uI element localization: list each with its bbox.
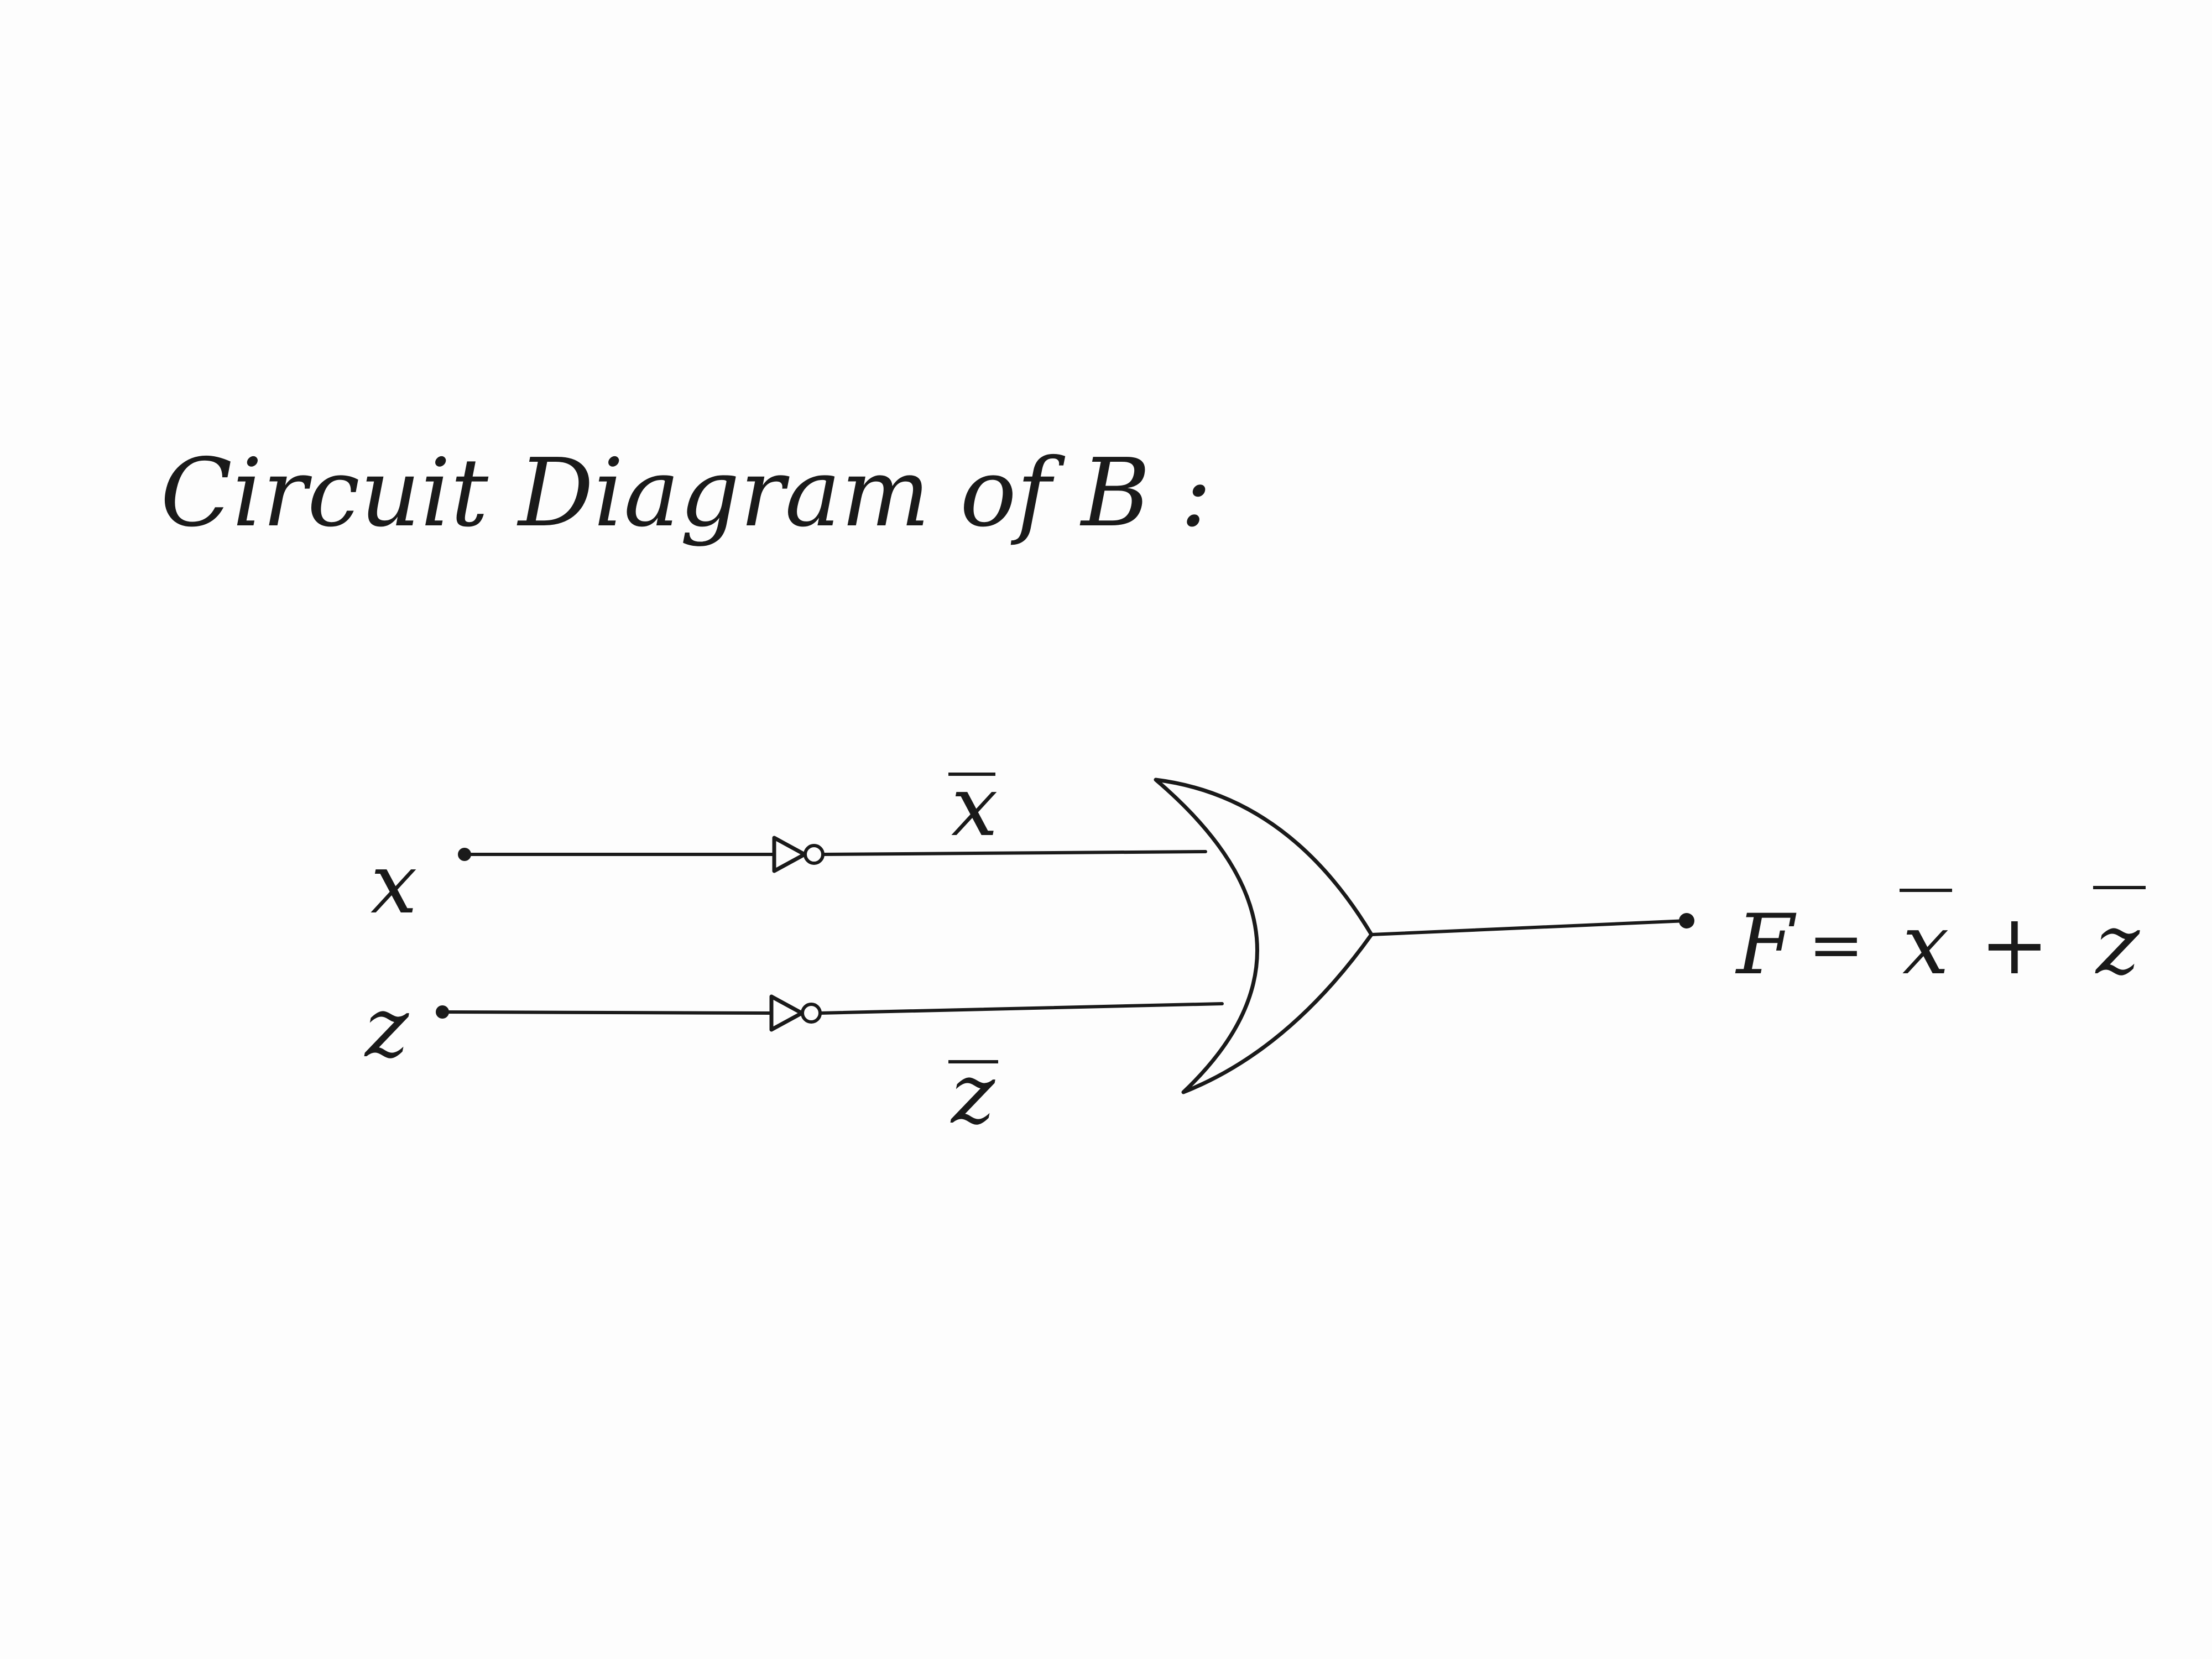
output-term-z-bar: z <box>2095 897 2140 993</box>
not-gate-z <box>769 994 822 1032</box>
input-x-label: x <box>371 836 418 932</box>
not-gate-x <box>772 836 825 873</box>
output-terminal <box>1679 913 1694 928</box>
output-equals: = <box>1808 907 1864 984</box>
x-bar-wire <box>821 850 1207 856</box>
z-bar-wire <box>818 1002 1224 1015</box>
or-gate <box>1154 778 1374 1094</box>
output-term-x-bar: x <box>1902 897 1949 993</box>
input-z-label: z <box>364 980 409 1076</box>
input-z-wire <box>441 1010 773 1015</box>
output-expression: F = x + z <box>1735 886 2146 993</box>
output-wire <box>1370 919 1688 936</box>
output-plus: + <box>1980 897 2049 993</box>
diagram-title: Circuit Diagram of B : <box>160 439 1212 548</box>
output-f-label: F <box>1735 897 1797 993</box>
